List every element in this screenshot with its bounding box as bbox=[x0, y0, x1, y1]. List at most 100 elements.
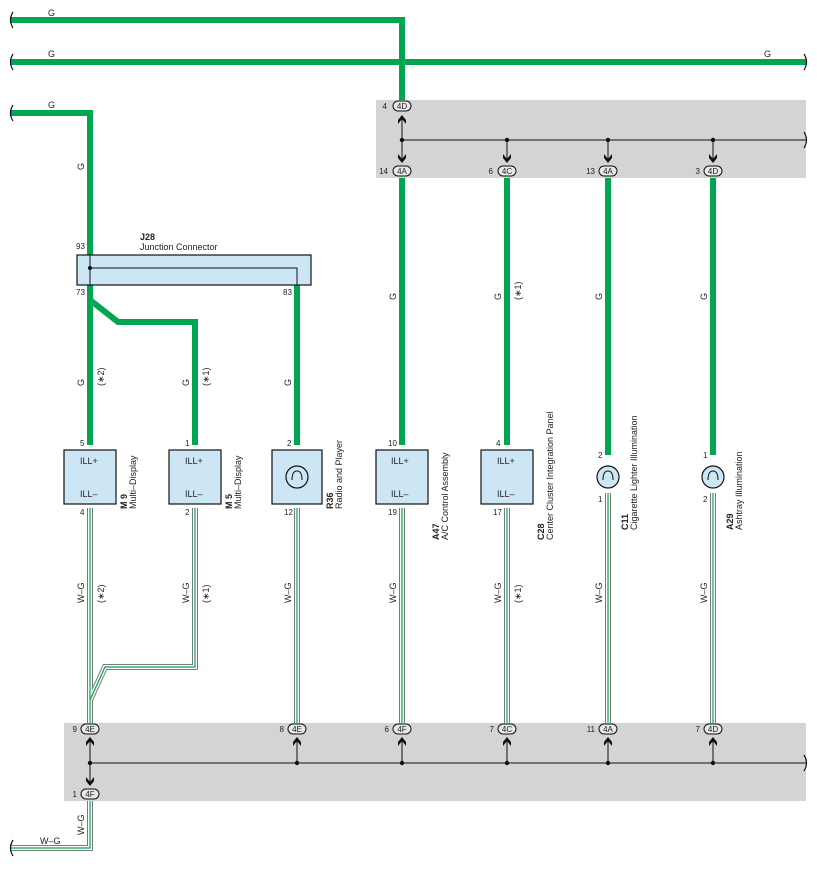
lamp-icon bbox=[596, 465, 620, 489]
svg-text:4F: 4F bbox=[85, 790, 94, 799]
svg-text:W–G: W–G bbox=[40, 836, 61, 846]
break-marks bbox=[9, 11, 808, 857]
svg-text:4C: 4C bbox=[502, 167, 512, 176]
svg-text:W–G: W–G bbox=[283, 582, 293, 603]
a29-code: A29 bbox=[725, 513, 735, 530]
svg-text:G: G bbox=[764, 49, 771, 59]
svg-text:(∗2): (∗2) bbox=[96, 584, 106, 603]
connector-bottom-4c-7: 4C 7 bbox=[490, 723, 517, 735]
junction-pin-in: 93 bbox=[76, 242, 85, 251]
c28-pin-top: 4 bbox=[496, 439, 501, 448]
connector-top-4a-14: 4A 14 bbox=[379, 165, 412, 177]
connector-bottom-4a-11: 4A 11 bbox=[587, 723, 618, 735]
c28-pin-bottom: 17 bbox=[493, 508, 502, 517]
c11-code: C11 bbox=[620, 514, 630, 530]
connector-bottom-4e-9: 4E 9 bbox=[73, 723, 100, 735]
junction-pin-out-a: 73 bbox=[76, 288, 85, 297]
svg-text:13: 13 bbox=[586, 167, 595, 176]
connector-bottom-4d-7: 4D 7 bbox=[696, 723, 723, 735]
svg-text:4A: 4A bbox=[603, 167, 613, 176]
svg-text:7: 7 bbox=[696, 725, 701, 734]
svg-text:6: 6 bbox=[385, 725, 390, 734]
svg-text:G: G bbox=[283, 379, 293, 386]
m9-ill-minus: ILL– bbox=[80, 489, 98, 499]
svg-text:(∗2): (∗2) bbox=[96, 367, 106, 386]
component-a47: ILL+ ILL– 10 19 A47 A/C Control Assembly bbox=[375, 439, 450, 540]
svg-text:4D: 4D bbox=[708, 167, 718, 176]
connector-top-4c: 4C6 bbox=[489, 165, 517, 177]
component-c11: 2 1 C11 Cigarette Lighter Illumination bbox=[596, 415, 639, 530]
r36-name: Radio and Player bbox=[334, 440, 344, 509]
component-m5: ILL+ ILL– 1 2 M 5 Multi–Display bbox=[168, 439, 243, 517]
svg-text:W–G: W–G bbox=[594, 582, 604, 603]
svg-text:G: G bbox=[76, 379, 86, 386]
c28-ill-minus: ILL– bbox=[497, 489, 515, 499]
component-a29: 1 2 A29 Ashtray Illumination bbox=[701, 451, 744, 530]
r36-code: R36 bbox=[325, 492, 335, 509]
svg-text:4E: 4E bbox=[85, 725, 95, 734]
svg-text:1: 1 bbox=[73, 790, 78, 799]
r36-pin-top: 2 bbox=[287, 439, 292, 448]
svg-text:G: G bbox=[181, 379, 191, 386]
bus-junction-dots bbox=[87, 137, 716, 766]
a47-ill-minus: ILL– bbox=[391, 489, 409, 499]
lamp-icon bbox=[285, 465, 309, 489]
c28-name: Center Cluster Integration Panel bbox=[545, 411, 555, 540]
m5-ill-minus: ILL– bbox=[185, 489, 203, 499]
svg-text:(∗1): (∗1) bbox=[513, 281, 523, 300]
svg-text:W–G: W–G bbox=[76, 814, 86, 835]
svg-text:G: G bbox=[594, 293, 604, 300]
svg-text:(∗1): (∗1) bbox=[201, 367, 211, 386]
svg-text:7: 7 bbox=[490, 725, 495, 734]
component-m9: ILL+ ILL– 5 4 M 9 Multi–Display bbox=[63, 439, 138, 517]
svg-text:W–G: W–G bbox=[388, 582, 398, 603]
svg-text:4E: 4E bbox=[292, 725, 302, 734]
a29-pin-top: 1 bbox=[703, 451, 708, 460]
svg-text:4A: 4A bbox=[397, 167, 407, 176]
svg-text:4D: 4D bbox=[708, 725, 718, 734]
svg-text:G: G bbox=[76, 163, 86, 170]
a29-pin-bottom: 2 bbox=[703, 495, 708, 504]
component-c28: ILL+ ILL– 4 17 C28 Center Cluster Integr… bbox=[480, 411, 555, 540]
svg-text:G: G bbox=[699, 293, 709, 300]
svg-text:9: 9 bbox=[73, 725, 78, 734]
m5-pin-top: 1 bbox=[185, 439, 190, 448]
a47-name: A/C Control Assembly bbox=[440, 452, 450, 540]
green-wires bbox=[10, 17, 806, 455]
svg-text:G: G bbox=[493, 293, 503, 300]
svg-text:W–G: W–G bbox=[181, 582, 191, 603]
m5-pin-bottom: 2 bbox=[185, 508, 190, 517]
bus-lines bbox=[89, 118, 806, 785]
lamp-icon bbox=[701, 465, 725, 489]
svg-text:W–G: W–G bbox=[699, 582, 709, 603]
svg-text:14: 14 bbox=[379, 167, 388, 176]
r36-pin-bottom: 12 bbox=[284, 508, 293, 517]
m9-pin-bottom: 4 bbox=[80, 508, 85, 517]
m5-code: M 5 bbox=[224, 494, 234, 509]
junction-code: J28 bbox=[140, 232, 155, 242]
svg-text:W–G: W–G bbox=[76, 582, 86, 603]
a47-pin-top: 10 bbox=[388, 439, 397, 448]
a47-pin-bottom: 19 bbox=[388, 508, 397, 517]
svg-text:G: G bbox=[48, 8, 55, 18]
svg-text:4F: 4F bbox=[397, 725, 406, 734]
c28-code: C28 bbox=[536, 523, 546, 540]
junction-pin-out-b: 83 bbox=[283, 288, 292, 297]
junction-connector-j28: J28 Junction Connector 93 73 83 bbox=[76, 232, 312, 297]
a29-name: Ashtray Illumination bbox=[734, 451, 744, 530]
a47-code: A47 bbox=[431, 523, 441, 540]
junction-name: Junction Connector bbox=[140, 242, 218, 252]
m5-ill-plus: ILL+ bbox=[185, 456, 203, 466]
svg-text:4A: 4A bbox=[603, 725, 613, 734]
m9-ill-plus: ILL+ bbox=[80, 456, 98, 466]
svg-text:4: 4 bbox=[383, 102, 388, 111]
svg-text:11: 11 bbox=[587, 725, 596, 734]
bottom-connector-region bbox=[64, 723, 806, 801]
top-connector-region bbox=[376, 100, 806, 178]
m9-code: M 9 bbox=[119, 494, 129, 509]
m9-name: Multi–Display bbox=[128, 455, 138, 509]
a47-ill-plus: ILL+ bbox=[391, 456, 409, 466]
svg-text:4C: 4C bbox=[502, 725, 512, 734]
